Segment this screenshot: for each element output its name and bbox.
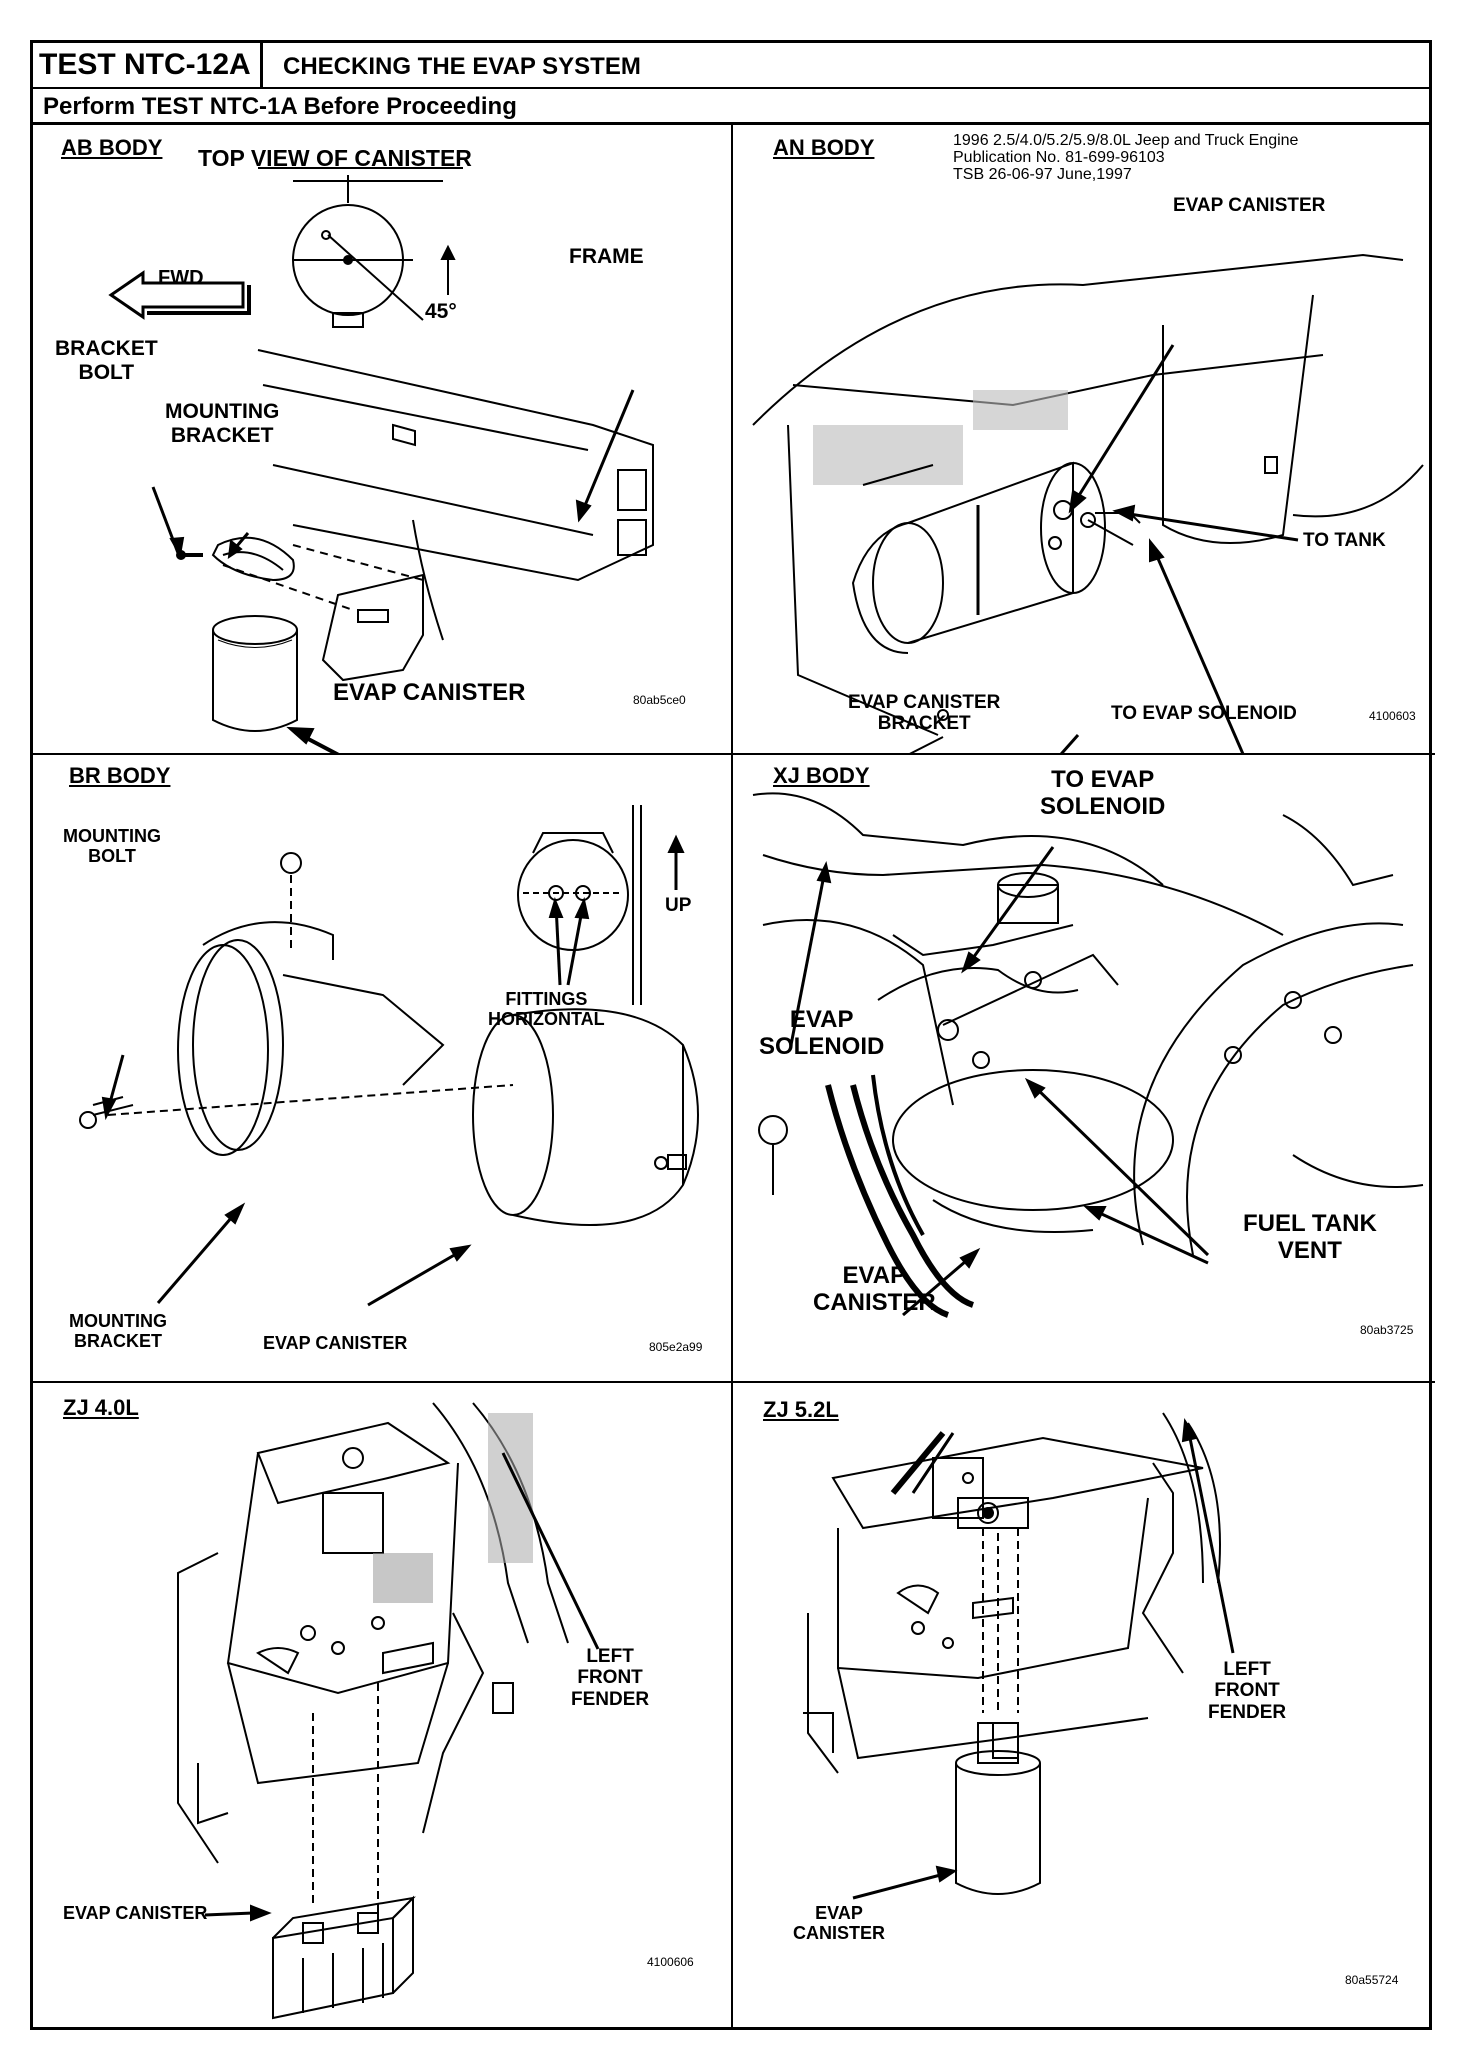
zj52-title: ZJ 5.2L xyxy=(763,1397,839,1422)
ab-fwd-label: FWD xyxy=(158,267,204,289)
ab-body-title: AB BODY xyxy=(61,135,163,160)
ab-evap-canister-label: EVAP CANISTER xyxy=(333,679,526,706)
an-publication-note: 1996 2.5/4.0/5.2/5.9/8.0L Jeep and Truck… xyxy=(953,132,1299,183)
zj40-left-front-fender-label: LEFT FRONT FENDER xyxy=(571,1646,650,1710)
ab-angle-label: 45° xyxy=(425,300,457,323)
br-body-illustration xyxy=(79,805,699,1307)
panel-zj-52l: ZJ 5.2L LEFT FRONT FENDER EVAP CANISTER … xyxy=(733,1383,1435,2030)
an-figure-id: 4100603 xyxy=(1369,709,1416,723)
zj52-left-front-fender-label: LEFT FRONT FENDER xyxy=(1208,1659,1287,1723)
test-prerequisite: Perform TEST NTC-1A Before Proceeding xyxy=(33,87,1429,125)
ab-top-view-label: TOP VIEW OF CANISTER xyxy=(198,145,472,171)
an-evap-canister-label: EVAP CANISTER xyxy=(1173,195,1326,216)
br-up-label: UP xyxy=(665,895,692,916)
br-fittings-label: FITTINGS HORIZONTAL xyxy=(488,989,605,1030)
test-id: TEST NTC-12A xyxy=(33,43,263,87)
panel-zj-40l: ZJ 4.0L LEFT FRONT FENDER EVAP CANISTER … xyxy=(33,1383,733,2030)
ab-body-illustration xyxy=(108,167,654,753)
ab-mounting-bracket-label: MOUNTING BRACKET xyxy=(165,400,280,447)
ab-figure-id: 80ab5ce0 xyxy=(633,693,686,707)
br-mounting-bracket-label: MOUNTING BRACKET xyxy=(69,1311,167,1352)
figure-grid: AB BODY TOP VIEW OF CANISTER FWD 45° FRA… xyxy=(33,125,1435,2030)
xj-figure-id: 80ab3725 xyxy=(1360,1323,1414,1337)
zj-40l-illustration xyxy=(177,1402,600,2020)
ab-frame-label: FRAME xyxy=(569,245,644,268)
panel-an-body: AN BODY 1996 2.5/4.0/5.2/5.9/8.0L Jeep a… xyxy=(733,125,1435,755)
zj40-title: ZJ 4.0L xyxy=(63,1395,139,1420)
xj-evap-canister-label: EVAP CANISTER xyxy=(813,1262,936,1316)
an-body-title: AN BODY xyxy=(773,135,875,160)
an-to-solenoid-label: TO EVAP SOLENOID xyxy=(1111,703,1297,724)
br-body-title: BR BODY xyxy=(69,763,171,788)
test-title: CHECKING THE EVAP SYSTEM xyxy=(283,53,641,80)
zj52-evap-canister-label: EVAP CANISTER xyxy=(793,1903,886,1944)
an-to-tank-label: TO TANK xyxy=(1303,530,1386,551)
ab-bracket-bolt-label: BRACKET BOLT xyxy=(55,337,158,384)
test-header: TEST NTC-12A CHECKING THE EVAP SYSTEM xyxy=(33,43,1429,89)
xj-body-title: XJ BODY xyxy=(773,763,870,788)
zj-52l-illustration xyxy=(803,1412,1235,1900)
br-evap-canister-label: EVAP CANISTER xyxy=(263,1333,408,1353)
panel-xj-body: XJ BODY TO EVAP SOLENOID EVAP SOLENOID F… xyxy=(733,755,1435,1383)
zj52-figure-id: 80a55724 xyxy=(1345,1973,1399,1987)
br-mounting-bolt-label: MOUNTING BOLT xyxy=(63,826,161,867)
zj40-figure-id: 4100606 xyxy=(647,1955,694,1969)
panel-br-body: BR BODY MOUNTING BOLT UP FITTINGS HORIZO… xyxy=(33,755,733,1383)
xj-evap-solenoid-label: EVAP SOLENOID xyxy=(759,1006,885,1060)
panel-ab-body: AB BODY TOP VIEW OF CANISTER FWD 45° FRA… xyxy=(33,125,733,755)
an-bracket-label: EVAP CANISTER BRACKET xyxy=(848,692,1001,735)
xj-to-solenoid-label: TO EVAP SOLENOID xyxy=(1040,766,1166,820)
xj-body-illustration xyxy=(752,792,1424,1318)
an-body-illustration xyxy=(752,253,1424,753)
br-figure-id: 805e2a99 xyxy=(649,1340,703,1354)
zj40-evap-canister-label: EVAP CANISTER xyxy=(63,1903,208,1923)
xj-fuel-tank-vent-label: FUEL TANK VENT xyxy=(1243,1210,1377,1264)
service-manual-page: TEST NTC-12A CHECKING THE EVAP SYSTEM Pe… xyxy=(30,40,1435,2030)
